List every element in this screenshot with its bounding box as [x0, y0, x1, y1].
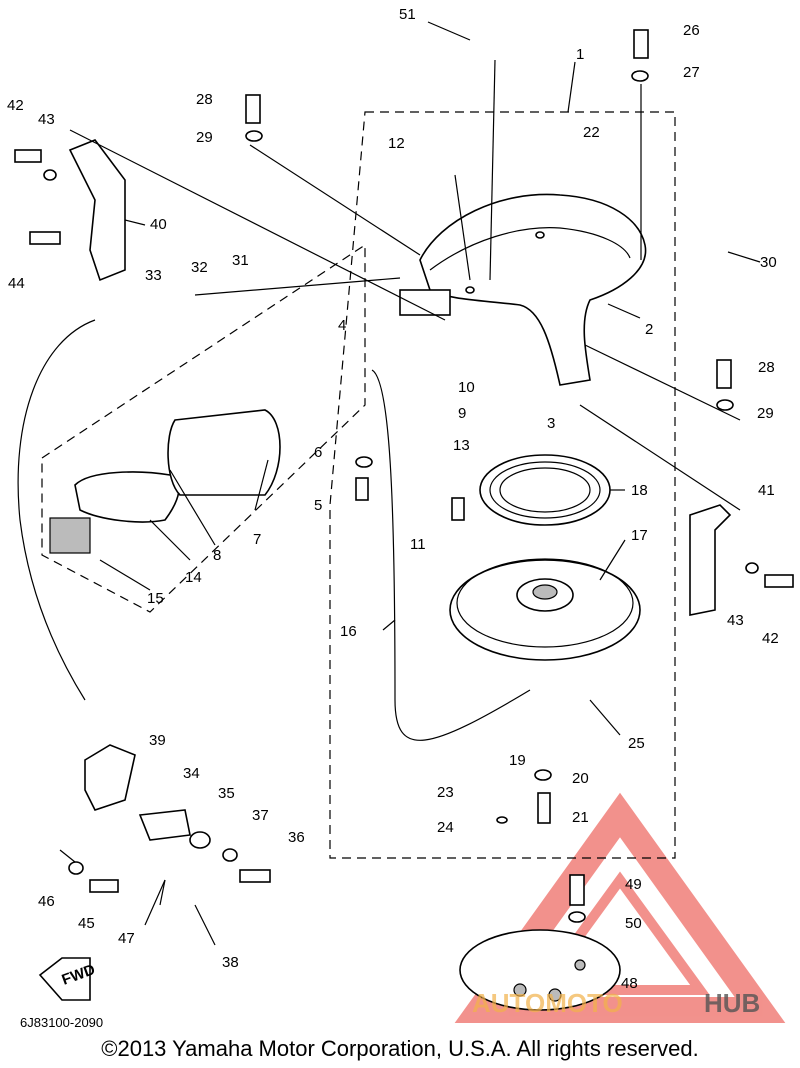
callout-40: 40 — [150, 216, 167, 233]
callout-25: 25 — [628, 735, 645, 752]
callout-4: 4 — [338, 317, 346, 334]
callout-32: 32 — [191, 259, 208, 276]
watermark-text: AUTOMOTO HUB — [472, 988, 760, 1018]
callout-22: 22 — [583, 124, 600, 141]
callout-7: 7 — [253, 531, 261, 548]
callout-29-top: 29 — [196, 129, 213, 146]
assembly-box-handle — [41, 243, 366, 613]
callout-41: 41 — [758, 482, 775, 499]
starter-handle — [49, 409, 281, 554]
callout-38: 38 — [222, 954, 239, 971]
callout-17: 17 — [631, 527, 648, 544]
cam-plate — [459, 929, 621, 1011]
starter-cable — [17, 319, 96, 701]
callout-37: 37 — [252, 807, 269, 824]
callout-1: 1 — [576, 46, 584, 63]
callout-18: 18 — [631, 482, 648, 499]
callout-48: 48 — [621, 975, 638, 992]
callout-49: 49 — [625, 876, 642, 893]
callout-6: 6 — [314, 444, 322, 461]
fwd-arrow: FWD — [38, 957, 98, 1001]
callout-51: 51 — [399, 6, 416, 23]
callout-39: 39 — [149, 732, 166, 749]
callout-46: 46 — [38, 893, 55, 910]
callout-11: 11 — [410, 536, 426, 553]
callout-14: 14 — [185, 569, 202, 586]
callout-10: 10 — [458, 379, 475, 396]
callout-50: 50 — [625, 915, 642, 932]
callout-43-right: 43 — [727, 612, 744, 629]
callout-26: 26 — [683, 22, 700, 39]
watermark-text-dark: HUB — [704, 988, 760, 1018]
diagram-code: 6J83100-2090 — [20, 1015, 104, 1030]
callout-24: 24 — [437, 819, 454, 836]
callout-19: 19 — [509, 752, 526, 769]
callout-23: 23 — [437, 784, 454, 801]
callout-30: 30 — [760, 254, 777, 271]
callout-13: 13 — [453, 437, 470, 454]
starter-cover — [399, 193, 647, 386]
callout-29-right: 29 — [757, 405, 774, 422]
mount-bracket — [68, 139, 126, 282]
callout-42-right: 42 — [762, 630, 779, 647]
callout-33: 33 — [145, 267, 162, 284]
pulley — [449, 558, 641, 661]
callout-36: 36 — [288, 829, 305, 846]
callout-3: 3 — [547, 415, 555, 432]
spiral-spring — [479, 454, 611, 526]
callout-20: 20 — [572, 770, 589, 787]
callout-9: 9 — [458, 405, 466, 422]
lock-bracket — [689, 504, 732, 616]
callout-16: 16 — [340, 623, 357, 640]
callout-43-left: 43 — [38, 111, 55, 128]
callout-28-top: 28 — [196, 91, 213, 108]
assembly-box-main — [329, 111, 676, 859]
watermark-text-light: AUTOMOTO — [472, 988, 623, 1018]
callout-42-left: 42 — [7, 97, 24, 114]
starter-rope — [371, 369, 531, 741]
callout-2: 2 — [645, 321, 653, 338]
callout-15: 15 — [147, 590, 164, 607]
callout-45: 45 — [78, 915, 95, 932]
callout-27: 27 — [683, 64, 700, 81]
copyright-notice: ©2013 Yamaha Motor Corporation, U.S.A. A… — [101, 1036, 699, 1061]
callout-31: 31 — [232, 252, 249, 269]
bolts — [14, 29, 794, 906]
callout-47: 47 — [118, 930, 135, 947]
callout-35: 35 — [218, 785, 235, 802]
callout-5: 5 — [314, 497, 322, 514]
washers — [43, 70, 759, 923]
callout-12: 12 — [388, 135, 405, 152]
callout-8: 8 — [213, 547, 221, 564]
linkage-bracket — [84, 744, 211, 849]
callout-44: 44 — [8, 275, 25, 292]
callout-28-right: 28 — [758, 359, 775, 376]
callout-34: 34 — [183, 765, 200, 782]
callout-labels: 51 1 26 27 28 29 42 43 12 22 40 30 44 33… — [7, 6, 779, 992]
leader-lines — [59, 21, 761, 946]
callout-21: 21 — [572, 809, 589, 826]
